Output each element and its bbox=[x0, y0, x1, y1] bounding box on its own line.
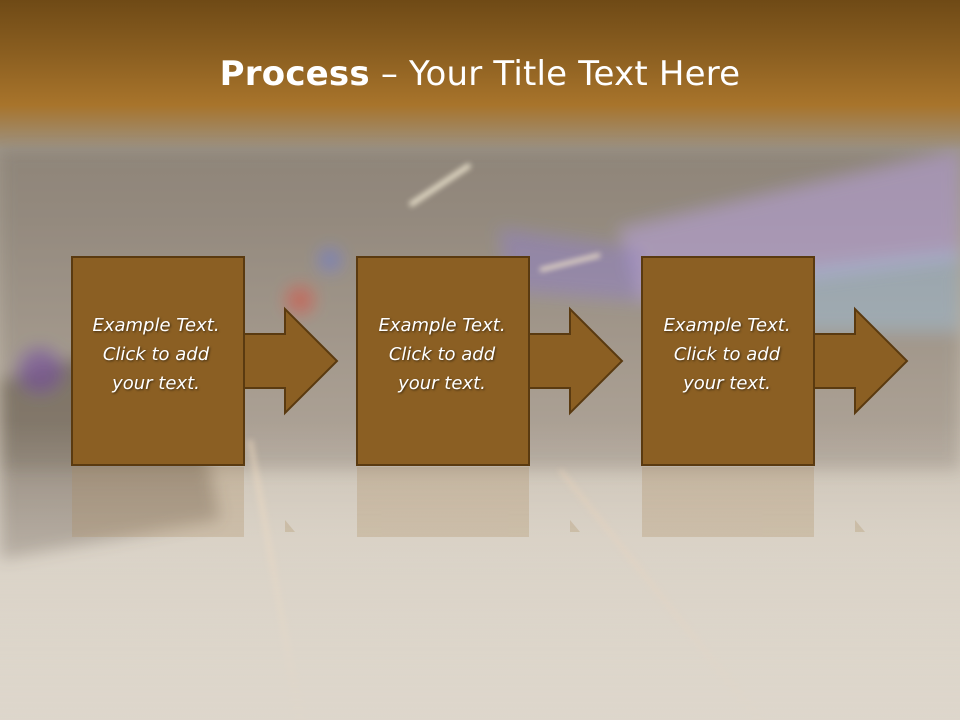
step-3-box bbox=[641, 256, 815, 466]
step-3-shape[interactable] bbox=[641, 256, 909, 466]
step-2-box bbox=[356, 256, 530, 466]
step-1-text[interactable]: Example Text. Click to add your text. bbox=[70, 311, 242, 398]
step-2-line-2: Click to add bbox=[388, 344, 496, 365]
step-3-line-2: Click to add bbox=[673, 344, 781, 365]
step-3-arrow bbox=[813, 306, 909, 416]
step-2-arrow bbox=[528, 306, 624, 416]
slide-title[interactable]: Process – Your Title Text Here bbox=[0, 52, 960, 96]
step-1-box bbox=[71, 256, 245, 466]
step-2-line-1: Example Text. bbox=[378, 315, 506, 336]
step-1-line-2: Click to add bbox=[102, 344, 210, 365]
step-2-line-3: your text. bbox=[398, 373, 486, 394]
step-1-line-1: Example Text. bbox=[92, 315, 220, 336]
step-3-text[interactable]: Example Text. Click to add your text. bbox=[641, 311, 813, 398]
step-1-line-3: your text. bbox=[112, 373, 200, 394]
step-1-shape[interactable] bbox=[71, 256, 339, 466]
step-1-arrow bbox=[243, 306, 339, 416]
step-3-line-1: Example Text. bbox=[663, 315, 791, 336]
title-bold: Process bbox=[219, 54, 370, 94]
title-rest: Your Title Text Here bbox=[409, 54, 741, 94]
title-bar bbox=[0, 0, 960, 150]
step-reflections bbox=[72, 467, 865, 537]
step-2-shape[interactable] bbox=[356, 256, 624, 466]
step-2-text[interactable]: Example Text. Click to add your text. bbox=[356, 311, 528, 398]
step-3-line-3: your text. bbox=[683, 373, 771, 394]
title-dash: – bbox=[369, 54, 410, 94]
